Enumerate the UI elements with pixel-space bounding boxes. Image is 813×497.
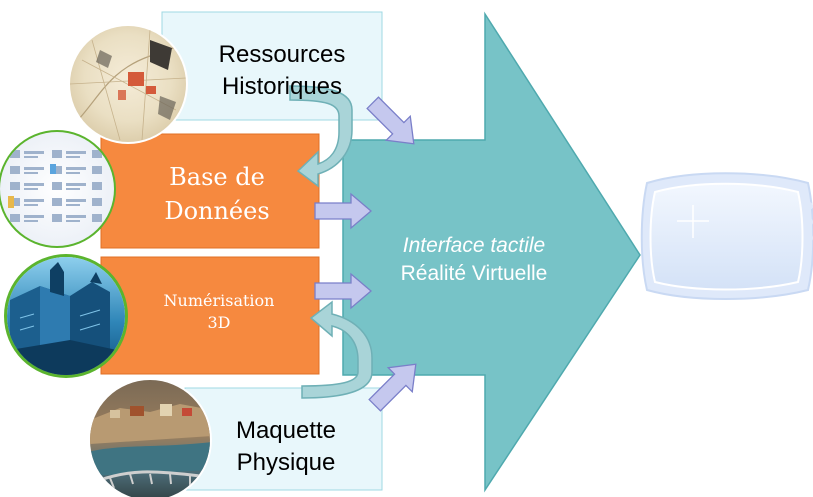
arrow-historical-to-interface (366, 96, 415, 145)
touch-screen-icon (640, 172, 813, 300)
interface-label-line2: Réalité Virtuelle (401, 262, 548, 285)
curved-arrow-bottom (301, 300, 373, 399)
database-records-icon (0, 130, 116, 248)
model-label-line2: Physique (237, 449, 336, 476)
interface-label-line1: Interface tactile (403, 234, 545, 257)
model-label-line1: Maquette (236, 417, 336, 444)
digitization-label-line1: Numérisation (164, 291, 275, 310)
arrow-digitization-to-interface (314, 272, 373, 310)
digitization-label-line2: 3D (207, 313, 230, 332)
database-box (100, 133, 320, 249)
historical-label-line2: Historiques (222, 73, 342, 100)
database-label-line1: Base de (169, 163, 265, 191)
historical-map-icon (68, 24, 188, 144)
curved-arrow-top (289, 85, 353, 188)
database-label-line2: Données (164, 197, 269, 225)
physical-model-photo-icon (88, 378, 212, 497)
arrow-model-to-interface (368, 363, 417, 412)
model-box (184, 387, 383, 491)
arrow-database-to-interface (314, 192, 373, 230)
3d-city-model-icon (4, 254, 128, 378)
historical-label-line1: Ressources (219, 41, 346, 68)
